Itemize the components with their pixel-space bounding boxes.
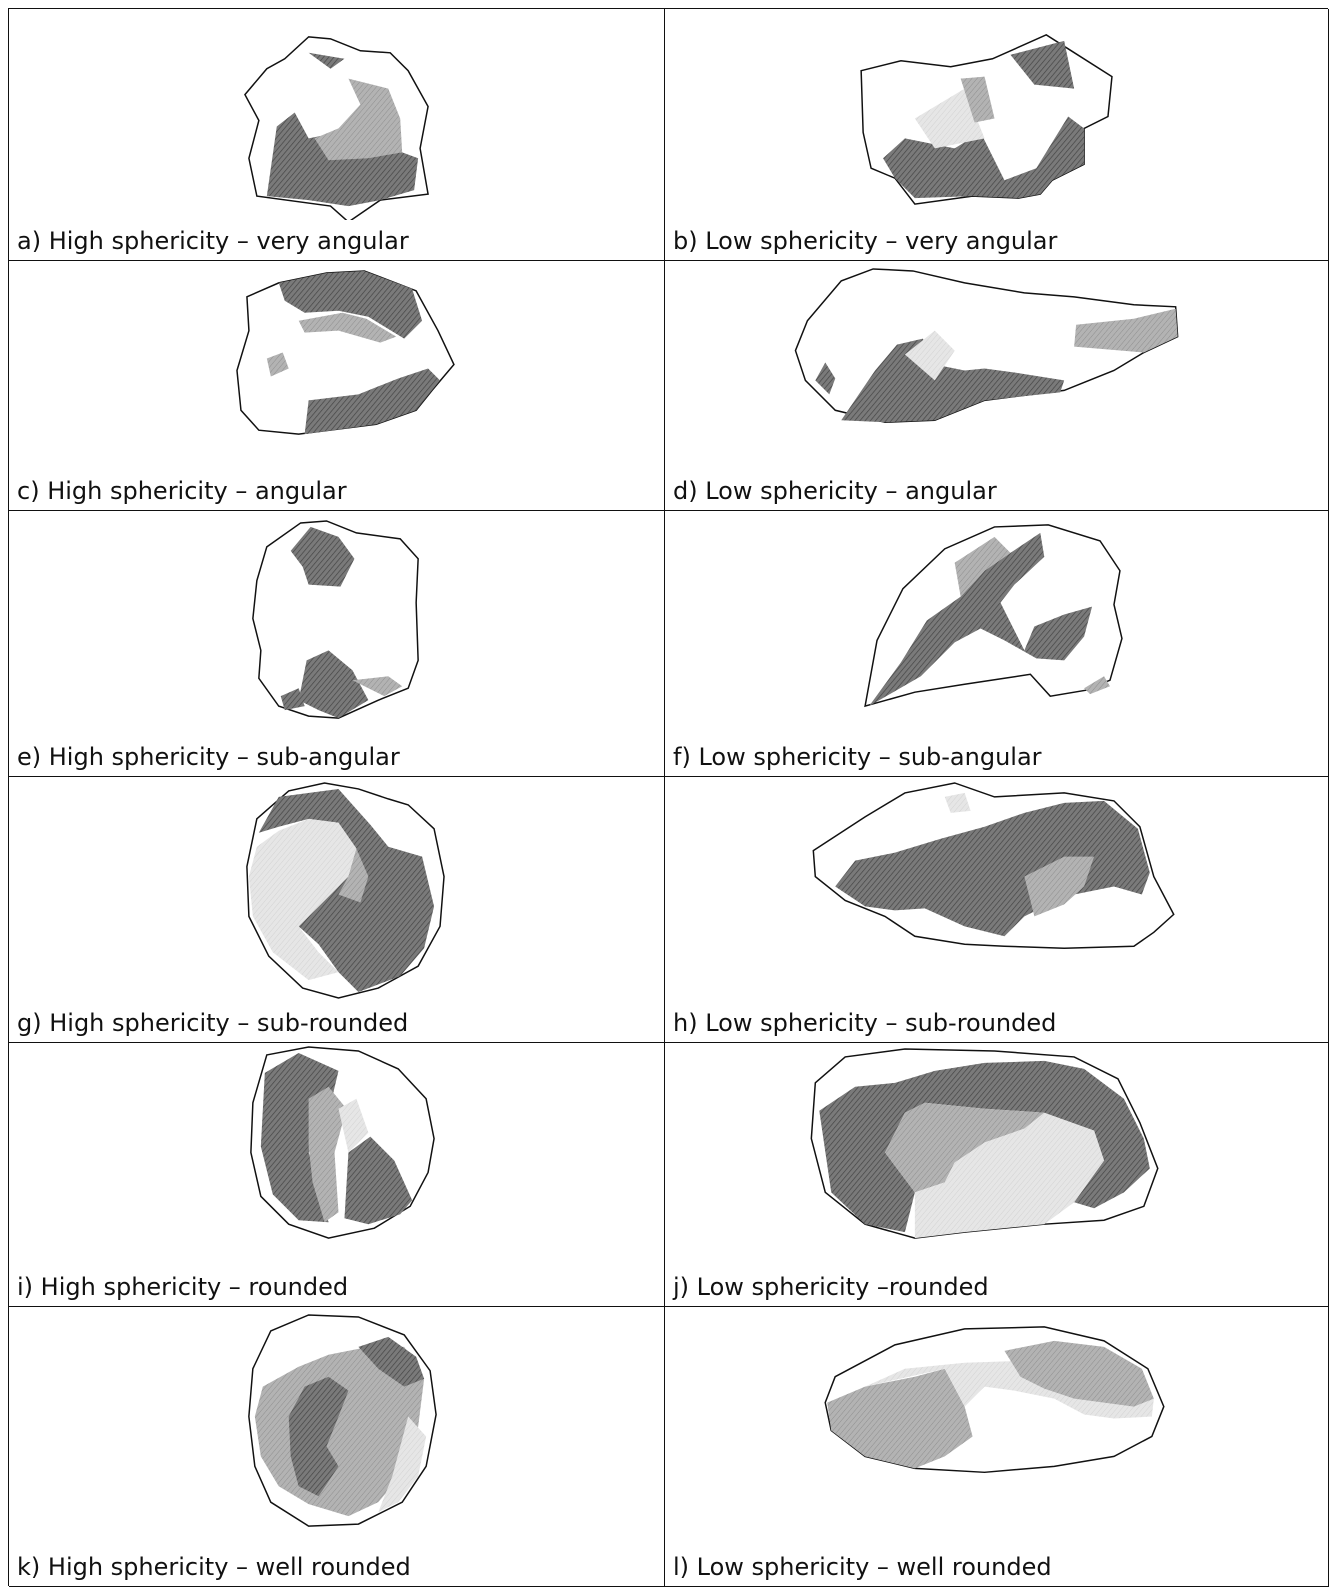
grain-g-drawing — [9, 777, 664, 1002]
grain-caption: f) Low sphericity – sub-angular — [673, 742, 1042, 772]
cell-g: g) High sphericity – sub-rounded — [9, 777, 665, 1043]
grain-caption: d) Low sphericity – angular — [673, 476, 997, 506]
grain-b-drawing — [665, 9, 1328, 220]
cell-j: j) Low sphericity –rounded — [665, 1043, 1329, 1307]
grain-caption: a) High sphericity – very angular — [17, 226, 409, 256]
cell-a: a) High sphericity – very angular — [9, 9, 665, 261]
grain-caption: i) High sphericity – rounded — [17, 1272, 348, 1302]
grain-caption: h) Low sphericity – sub-rounded — [673, 1008, 1056, 1038]
grain-caption: l) Low sphericity – well rounded — [673, 1552, 1052, 1582]
grain-caption: c) High sphericity – angular — [17, 476, 347, 506]
cell-l: l) Low sphericity – well rounded — [665, 1307, 1329, 1587]
grain-a-drawing — [9, 9, 664, 220]
grain-caption: k) High sphericity – well rounded — [17, 1552, 411, 1582]
grain-i-drawing — [9, 1043, 664, 1266]
cell-k: k) High sphericity – well rounded — [9, 1307, 665, 1587]
cell-b: b) Low sphericity – very angular — [665, 9, 1329, 261]
grain-caption: b) Low sphericity – very angular — [673, 226, 1057, 256]
grain-c-drawing — [9, 261, 664, 470]
grain-f-drawing — [665, 511, 1328, 736]
cell-h: h) Low sphericity – sub-rounded — [665, 777, 1329, 1043]
grain-e-drawing — [9, 511, 664, 736]
grain-k-drawing — [9, 1307, 664, 1546]
grain-h-drawing — [665, 777, 1328, 1002]
grain-caption: e) High sphericity – sub-angular — [17, 742, 400, 772]
grain-caption: g) High sphericity – sub-rounded — [17, 1008, 408, 1038]
grain-l-drawing — [665, 1307, 1328, 1546]
grain-j-drawing — [665, 1043, 1328, 1266]
cell-d: d) Low sphericity – angular — [665, 261, 1329, 511]
cell-e: e) High sphericity – sub-angular — [9, 511, 665, 777]
cell-f: f) Low sphericity – sub-angular — [665, 511, 1329, 777]
cell-c: c) High sphericity – angular — [9, 261, 665, 511]
grain-shape-table: a) High sphericity – very angular b) Low… — [8, 8, 1328, 1586]
grain-caption: j) Low sphericity –rounded — [673, 1272, 989, 1302]
cell-i: i) High sphericity – rounded — [9, 1043, 665, 1307]
grain-d-drawing — [665, 261, 1328, 470]
